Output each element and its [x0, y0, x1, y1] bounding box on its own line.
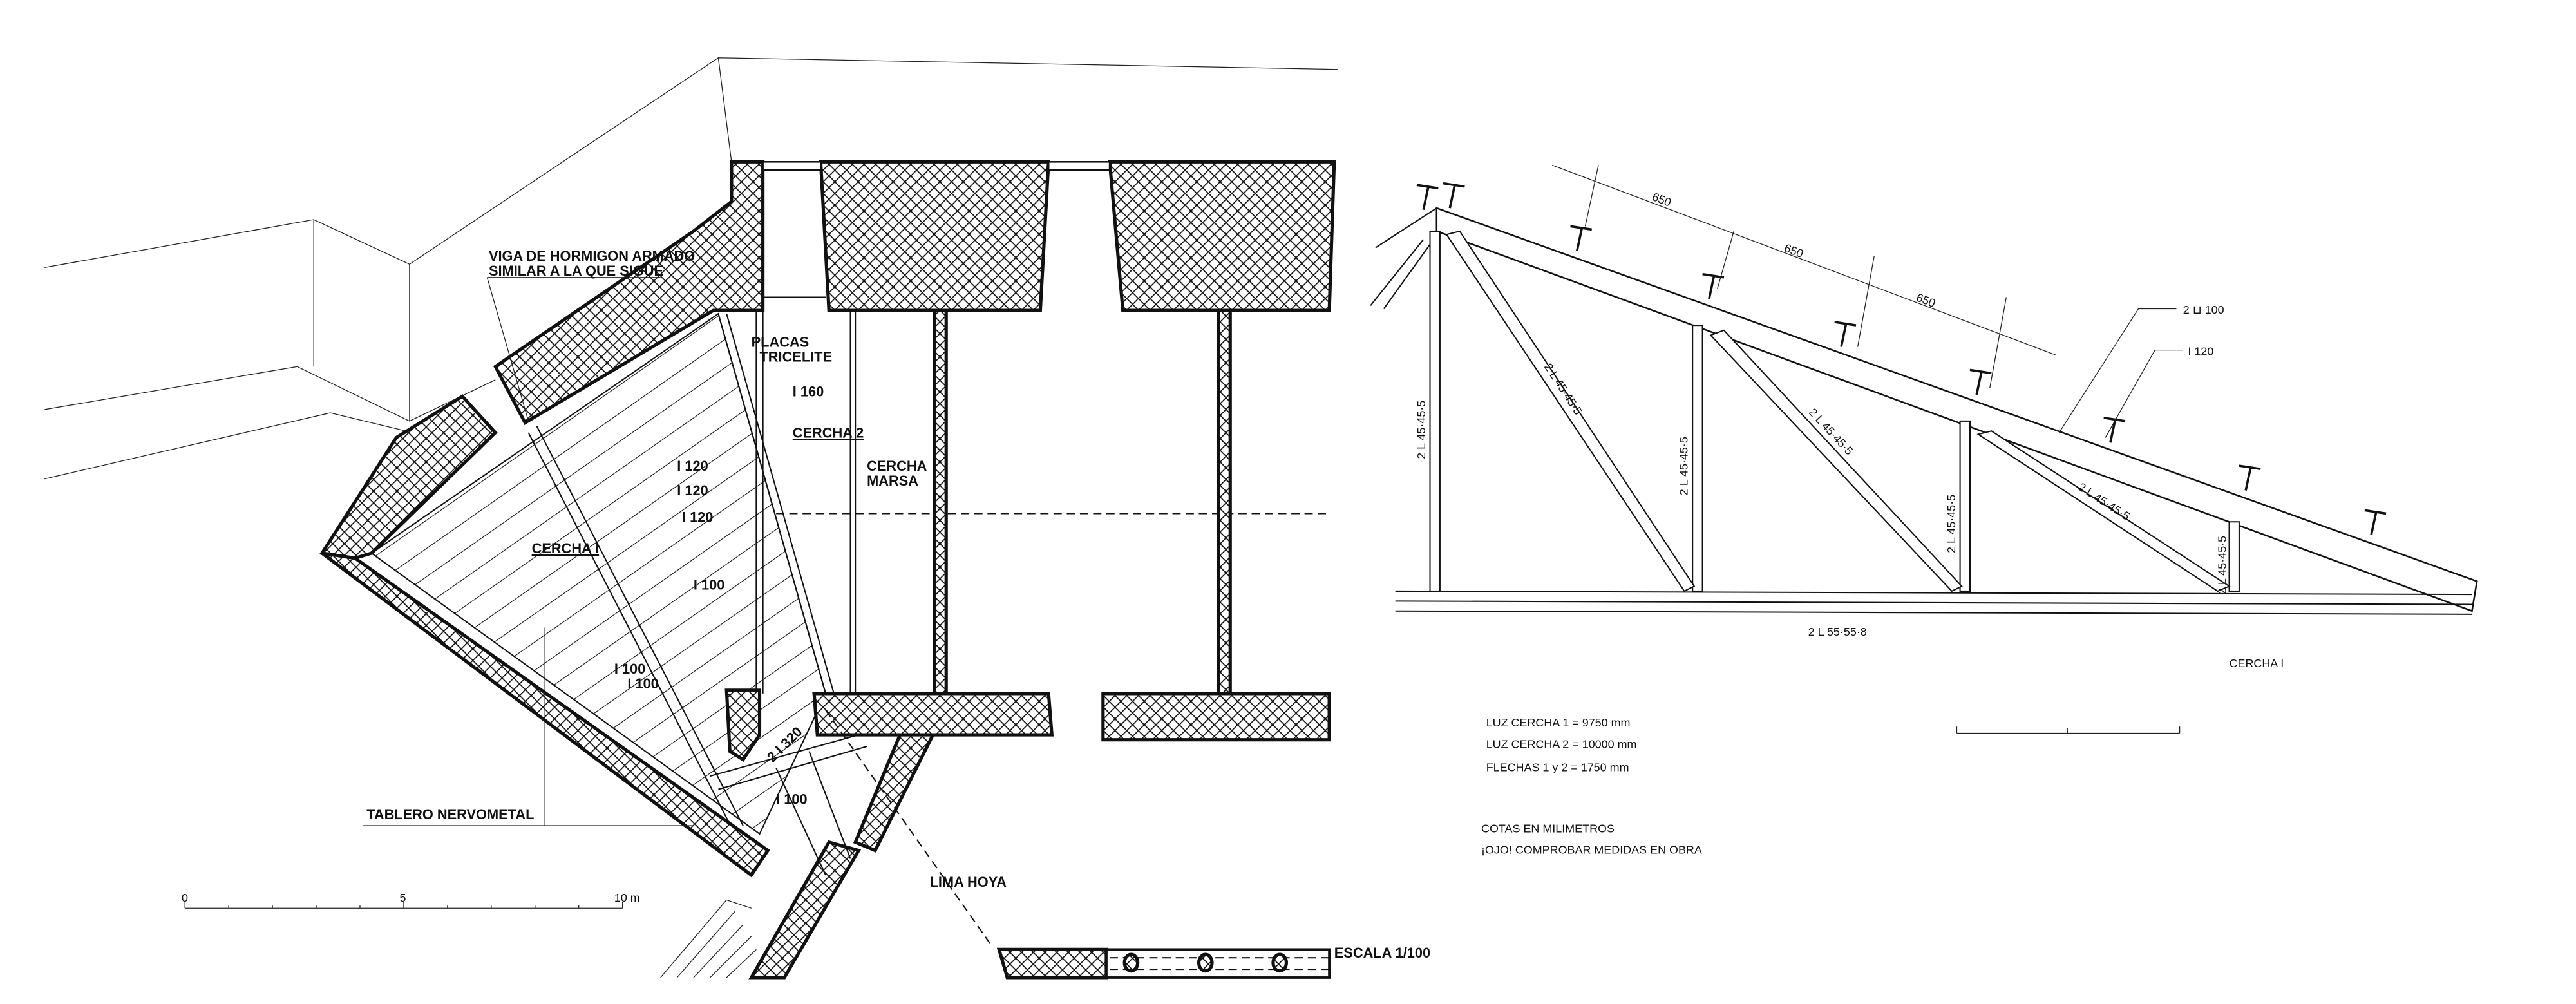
truss-title: CERCHA I	[2230, 657, 2284, 670]
member-label: 2 L 45·45·5	[1415, 401, 1428, 459]
label-top-chord: 2 ⊔ 100	[2183, 303, 2224, 316]
column	[1217, 308, 1232, 696]
wall-top-block	[819, 160, 1050, 312]
member-label: 2 L 45·45·5	[1945, 495, 1958, 553]
member-label: 2 L 45·45·5	[1678, 437, 1690, 495]
round-column	[1122, 952, 1140, 973]
dimension-line	[1552, 164, 2056, 355]
wall-top-left	[493, 160, 765, 426]
purlin-i-section-icon	[2103, 416, 2126, 443]
member-label: 2 L 45·45·5	[2215, 536, 2228, 594]
column	[933, 308, 948, 696]
label-lima-hoya: LIMA HOYA	[930, 874, 1007, 890]
note-luz-cercha2: LUZ CERCHA 2 = 10000 mm	[1486, 738, 1637, 751]
purlin-i-section-icon	[1416, 184, 1439, 211]
bottom-chord	[1395, 590, 2472, 596]
purlins	[1416, 182, 2387, 536]
note-cotas: COTAS EN MILIMETROS	[1481, 822, 1615, 835]
wall-bottom-piece	[724, 688, 762, 762]
label-placas-line1: PLACAS	[752, 334, 810, 350]
label-i120: I 120	[677, 458, 708, 474]
wall-bottom-right	[996, 947, 1108, 980]
wall-bottom-block	[1101, 692, 1331, 742]
label-viga-line2: SIMILAR A LA QUE SIGUE	[489, 263, 663, 279]
floor-plan: VIGA DE HORMIGON ARMADO SIMILAR A LA QUE…	[44, 57, 1430, 980]
label-cercha2: CERCHA 2	[793, 424, 864, 440]
purlin-i-section-icon	[1702, 272, 1725, 299]
purlin-i-section-icon	[1834, 321, 1857, 347]
note-luz-cercha1: LUZ CERCHA 1 = 9750 mm	[1486, 716, 1631, 729]
label-cercha-marsa-line1: CERCHA	[867, 458, 927, 474]
scale-tick-label: 10 m	[614, 891, 640, 904]
round-column	[1197, 952, 1214, 973]
truss-diagonals	[1445, 230, 2231, 592]
note-flechas: FLECHAS 1 y 2 = 1750 mm	[1486, 761, 1629, 773]
label-escala: ESCALA 1/100	[1334, 945, 1430, 961]
context-outline	[44, 366, 496, 422]
label-bottom-chord: 2 L 55·55·8	[1808, 625, 1867, 638]
scale-tick-label: 0	[182, 891, 188, 904]
stairs	[660, 734, 867, 978]
purlin-i-section-icon	[1443, 182, 1465, 209]
wall-bottom-block	[812, 692, 1054, 737]
label-cercha1: CERCHA I	[532, 540, 599, 556]
top-chord	[1435, 207, 2478, 612]
label-i120: I 120	[677, 482, 708, 498]
purlin-i-section-icon	[1570, 225, 1593, 252]
label-i100: I 100	[694, 576, 724, 592]
truss-elevation: 650 650 650 2 ⊔ 100 I 120 2 L 45·45·5 2 …	[1370, 164, 2478, 734]
label-cercha-marsa-line2: MARSA	[867, 473, 918, 489]
label-viga-line1: VIGA DE HORMIGON ARMADO	[489, 248, 695, 264]
purlin-i-section-icon	[1969, 368, 1992, 395]
label-i160: I 160	[793, 383, 824, 399]
notes: LUZ CERCHA 1 = 9750 mm LUZ CERCHA 2 = 10…	[1481, 716, 1702, 856]
label-i100: I 100	[614, 661, 645, 677]
label-purlin: I 120	[2188, 345, 2213, 357]
wall-stair-left	[748, 840, 862, 980]
label-placas-line2: TRICELITE	[759, 349, 832, 365]
label-tablero-nervometal: TABLERO NERVOMETAL	[366, 806, 534, 822]
context-outline	[44, 412, 413, 480]
round-column	[1271, 952, 1289, 973]
label-i120: I 120	[682, 509, 713, 525]
purlin-i-section-icon	[2364, 509, 2387, 536]
wall-stair-right	[853, 733, 936, 853]
note-ojo: ¡OJO! COMPROBAR MEDIDAS EN OBRA	[1481, 844, 1702, 857]
label-i100: I 100	[627, 676, 658, 692]
scale-bar: 0 5 10 m	[182, 891, 640, 909]
wall-top-block	[1108, 160, 1336, 312]
lima-hoya-line	[825, 709, 992, 945]
purlin-i-section-icon	[2239, 464, 2261, 491]
scale-tick-label: 5	[400, 891, 406, 904]
label-i100: I 100	[776, 791, 807, 808]
truss-verticals	[1429, 230, 2240, 592]
